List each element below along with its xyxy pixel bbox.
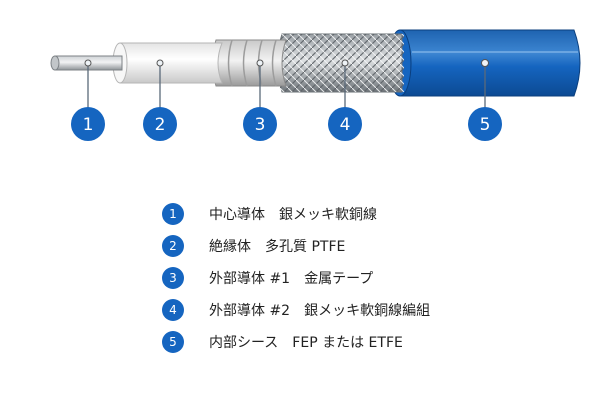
legend-item: 2 絶縁体 多孔質 PTFE <box>162 230 582 262</box>
legend-item: 3 外部導体 #1 金属テープ <box>162 262 582 294</box>
callout-5: 5 <box>468 107 502 141</box>
braid-layer <box>277 33 404 93</box>
legend-label: 内部シース FEP または ETFE <box>209 335 403 351</box>
callout-2: 2 <box>143 107 177 141</box>
insulator-layer <box>112 42 223 84</box>
legend-label: 中心導体 銀メッキ軟銅線 <box>209 207 377 223</box>
legend-label: 外部導体 #2 銀メッキ軟銅線編組 <box>209 303 431 319</box>
legend-badge: 2 <box>162 235 184 257</box>
legend-item: 5 内部シース FEP または ETFE <box>162 326 582 358</box>
legend-item: 1 中心導体 銀メッキ軟銅線 <box>162 198 582 230</box>
callout-4: 4 <box>328 107 362 141</box>
svg-text:4: 4 <box>340 115 351 135</box>
legend-item: 4 外部導体 #2 銀メッキ軟銅線編組 <box>162 294 582 326</box>
cable-diagram: 1 2 3 4 5 <box>50 29 581 141</box>
legend-badge: 4 <box>162 299 184 321</box>
svg-text:5: 5 <box>480 115 491 135</box>
callout-3: 3 <box>243 107 277 141</box>
legend-label: 外部導体 #1 金属テープ <box>209 271 374 287</box>
legend-label: 絶縁体 多孔質 PTFE <box>209 239 346 255</box>
svg-text:1: 1 <box>83 115 94 135</box>
pointer-lines <box>87 63 486 108</box>
svg-text:3: 3 <box>255 115 266 135</box>
legend-badge: 3 <box>162 267 184 289</box>
legend: 1 中心導体 銀メッキ軟銅線 2 絶縁体 多孔質 PTFE 3 外部導体 #1 … <box>162 198 582 358</box>
callout-1: 1 <box>71 107 105 141</box>
svg-text:2: 2 <box>155 115 166 135</box>
pointer-dots <box>84 59 489 67</box>
tape-layer <box>212 39 287 87</box>
legend-badge: 1 <box>162 203 184 225</box>
legend-badge: 5 <box>162 331 184 353</box>
